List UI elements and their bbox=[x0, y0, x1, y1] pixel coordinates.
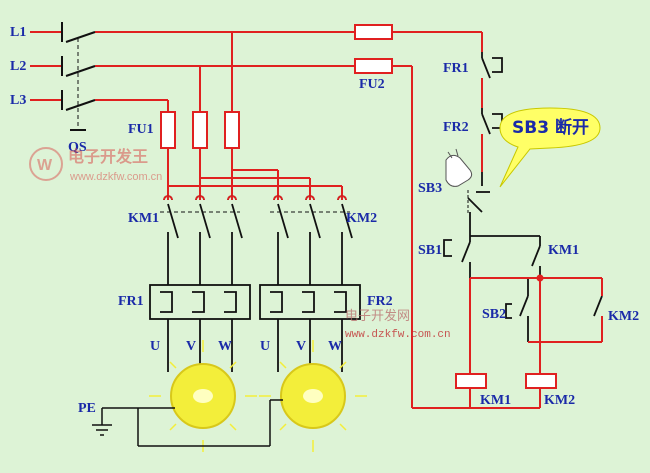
label-fr1-ctrl: FR1 bbox=[443, 61, 469, 76]
label-fu2: FU2 bbox=[359, 77, 385, 92]
fuse-fu1 bbox=[160, 111, 240, 149]
svg-text:W: W bbox=[37, 157, 53, 174]
motor-2 bbox=[259, 340, 367, 452]
label-l3: L3 bbox=[10, 93, 26, 108]
fuse-fu2 bbox=[354, 24, 393, 74]
junction-dot bbox=[536, 274, 544, 282]
watermark-logo-url: www.dzkfw.com.cn bbox=[69, 171, 162, 183]
label-km2-aux: KM2 bbox=[608, 309, 639, 324]
km-main-arcs-red bbox=[163, 195, 347, 201]
hand-pointer-icon bbox=[445, 148, 473, 187]
terminal-w-1: W bbox=[218, 339, 232, 354]
motor-1 bbox=[149, 340, 257, 452]
label-l2: L2 bbox=[10, 59, 26, 74]
terminal-u-2: U bbox=[260, 339, 270, 354]
watermark-mid-cn: 电子开发网 bbox=[345, 308, 410, 324]
qs-switch bbox=[61, 22, 96, 131]
watermark-logo: W 电子开发王 www.dzkfw.com.cn bbox=[29, 147, 162, 183]
label-km2-main: KM2 bbox=[346, 211, 377, 226]
label-fr1-power: FR1 bbox=[118, 294, 144, 309]
coils bbox=[455, 373, 557, 389]
control-wires-red bbox=[469, 78, 603, 408]
terminal-v-1: V bbox=[186, 339, 196, 354]
terminal-v-2: V bbox=[296, 339, 306, 354]
label-km2-coil: KM2 bbox=[544, 393, 575, 408]
label-l1: L1 bbox=[10, 25, 26, 40]
terminal-u-1: U bbox=[150, 339, 160, 354]
label-sb3: SB3 bbox=[418, 181, 442, 196]
watermark-mid-url: www.dzkfw.com.cn bbox=[345, 329, 451, 341]
label-sb2: SB2 bbox=[482, 307, 506, 322]
control-wires bbox=[443, 52, 603, 342]
terminal-w-2: W bbox=[328, 339, 342, 354]
label-sb1: SB1 bbox=[418, 243, 442, 258]
label-qs: QS bbox=[68, 140, 87, 155]
thermal-relays bbox=[149, 284, 361, 372]
ground-pe bbox=[92, 399, 283, 447]
watermark-logo-cn: 电子开发王 bbox=[68, 147, 148, 166]
label-km1-aux: KM1 bbox=[548, 243, 579, 258]
callout-text: SB3 断开 bbox=[512, 117, 589, 138]
label-fr2-ctrl: FR2 bbox=[443, 120, 469, 135]
km-main-contacts bbox=[160, 195, 353, 285]
label-fr2-power: FR2 bbox=[367, 294, 393, 309]
callout-bubble: SB3 断开 bbox=[499, 107, 601, 188]
label-km1-main: KM1 bbox=[128, 211, 159, 226]
label-fu1: FU1 bbox=[128, 122, 154, 137]
main-wires bbox=[30, 31, 540, 409]
label-pe: PE bbox=[78, 401, 96, 416]
label-km1-coil: KM1 bbox=[480, 393, 511, 408]
